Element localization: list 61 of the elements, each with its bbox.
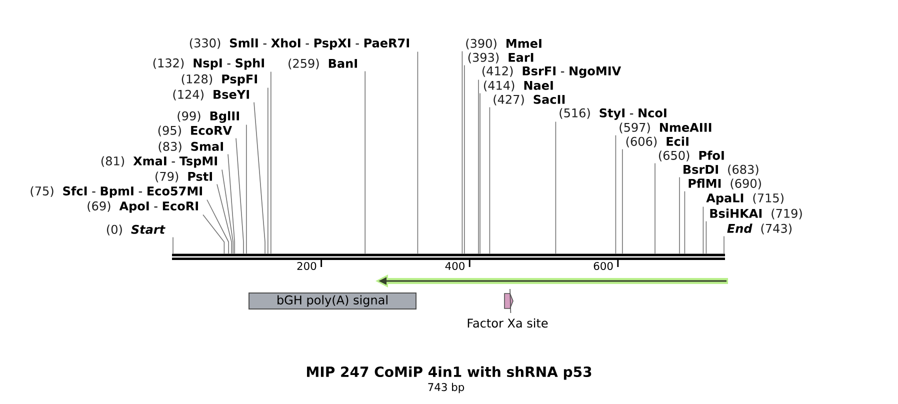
leader-line bbox=[228, 154, 235, 254]
site-label: (69) ApoI - EcoRI bbox=[88, 201, 198, 213]
leader-line bbox=[615, 134, 616, 254]
site-label: (132) NspI - SphI bbox=[153, 58, 264, 70]
site-label: (516) StyI - NcoI bbox=[560, 108, 666, 120]
leader-line bbox=[555, 121, 556, 254]
feature-arrow bbox=[376, 274, 728, 288]
site-label: ApaLI (715) bbox=[706, 193, 784, 205]
leader-line bbox=[702, 206, 704, 254]
leader-line bbox=[270, 71, 272, 254]
length-label: 743 bp bbox=[428, 382, 464, 394]
leader-line bbox=[172, 236, 174, 254]
site-label: (606) EciI bbox=[626, 136, 688, 148]
tick-label: 400 bbox=[445, 262, 464, 270]
leader-line bbox=[489, 106, 490, 254]
site-label: (83) SmaI bbox=[158, 142, 223, 152]
site-label: (393) EarI bbox=[468, 52, 534, 64]
leader-line bbox=[464, 64, 465, 254]
feature-marker bbox=[504, 288, 514, 314]
site-label: (259) BanI bbox=[288, 58, 357, 70]
site-label: PflMI (690) bbox=[688, 178, 761, 190]
feature-label: Factor Xa site bbox=[468, 318, 548, 328]
site-label: (95) EcoRV bbox=[158, 126, 232, 136]
leader-line bbox=[246, 124, 247, 254]
tick-label: 200 bbox=[297, 262, 316, 270]
leader-line bbox=[478, 79, 479, 254]
leader-line bbox=[417, 51, 418, 254]
site-label: (81) XmaI - TspMI bbox=[101, 156, 217, 168]
site-label: (75) SfcI - BpmI - Eco57MI bbox=[30, 186, 202, 198]
site-label: (390) MmeI bbox=[466, 38, 542, 50]
site-label: (414) NaeI bbox=[484, 80, 553, 92]
site-label: (0) Start bbox=[106, 224, 166, 236]
site-label: (330) SmlI - XhoI - PspXI - PaeR7I bbox=[190, 38, 409, 50]
leader-line bbox=[236, 138, 244, 254]
site-label: (597) NmeAIII bbox=[620, 122, 712, 134]
site-label: End (743) bbox=[727, 224, 792, 234]
feature-box: bGH poly(A) signal bbox=[248, 292, 416, 310]
leader-line bbox=[222, 169, 234, 254]
leader-line bbox=[679, 176, 680, 254]
site-label: BsrDI (683) bbox=[684, 164, 758, 176]
site-label: (79) PstI bbox=[156, 172, 212, 182]
site-label: (124) BseYI bbox=[173, 90, 249, 100]
leader-line bbox=[462, 50, 463, 254]
site-label: (427) SacII bbox=[494, 94, 565, 106]
site-label: (650) PfoI bbox=[658, 150, 724, 162]
site-label: (412) BsrFI - NgoMIV bbox=[482, 66, 622, 78]
tick-label: 600 bbox=[594, 262, 613, 270]
site-label: BsiHKAI (719) bbox=[710, 208, 802, 220]
leader-line bbox=[202, 214, 225, 254]
leader-line bbox=[216, 184, 232, 254]
site-label: (128) PspFI bbox=[182, 74, 257, 86]
leader-line bbox=[654, 162, 656, 254]
leader-line bbox=[684, 190, 686, 254]
title: MIP 247 CoMiP 4in1 with shRNA p53 bbox=[307, 366, 592, 380]
site-label: (99) BglII bbox=[178, 111, 239, 123]
leader-line bbox=[622, 148, 623, 254]
leader-line bbox=[364, 70, 366, 254]
leader-line bbox=[254, 102, 266, 254]
backbone-line bbox=[172, 254, 725, 260]
leader-line bbox=[206, 199, 230, 254]
leader-line bbox=[706, 220, 707, 254]
